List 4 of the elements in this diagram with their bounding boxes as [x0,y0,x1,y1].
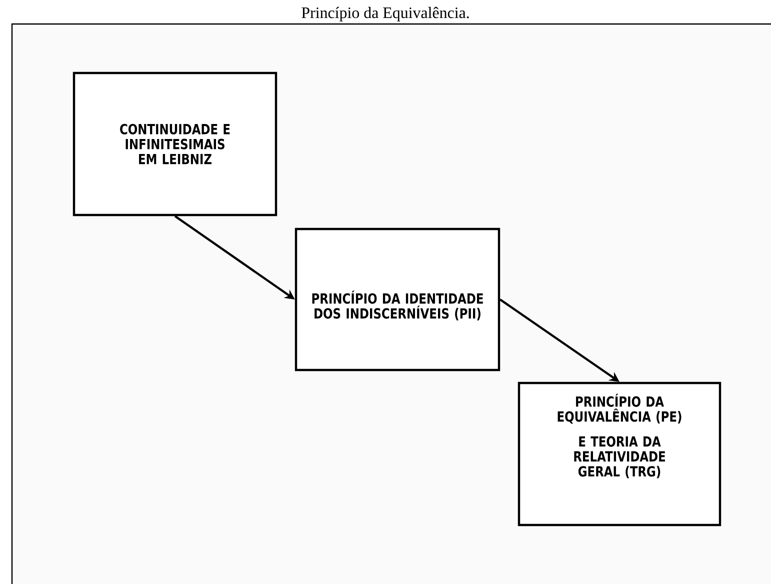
text-box: PRINCÍPIO DA EQUIVALÊNCIA (PE) E TEORIA DA RELATIVIDADE GERAL (TRG) [518,382,722,526]
title: Princípio da Equivalência. [302,6,469,22]
text-box: CONTINUIDADE E INFINITESIMAIS EM LEIBNIZ [72,72,278,216]
text-box: PRINCÍPIO DA IDENTIDADE DOS INDISCERNÍVEIS (PII) [294,228,500,372]
